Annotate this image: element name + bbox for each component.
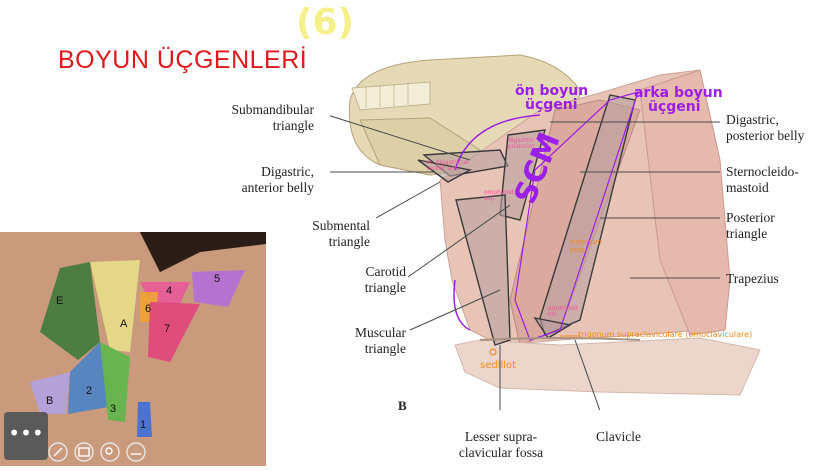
toolbar-icons bbox=[48, 442, 146, 462]
purple-arc-lower bbox=[453, 279, 471, 331]
photo-label-E: E bbox=[56, 295, 63, 307]
photo-label-6: 6 bbox=[145, 303, 151, 315]
label-line: anterior belly bbox=[241, 180, 314, 195]
label-line: posterior belly bbox=[726, 128, 805, 143]
photo-label-5: 5 bbox=[214, 273, 220, 285]
trapezius bbox=[639, 69, 731, 336]
label-line: Submandibular bbox=[231, 102, 315, 117]
photo-label-4: 4 bbox=[166, 285, 172, 297]
purple-arc-left bbox=[454, 114, 541, 171]
handwritten-number: (6) bbox=[296, 2, 354, 43]
label-lesser-supraclavicular-fossa: Lesser supra- clavicular fossa bbox=[446, 429, 556, 461]
label-line: Trapezius bbox=[726, 271, 779, 286]
label-line: triangle bbox=[726, 226, 768, 241]
clavicle bbox=[479, 337, 641, 341]
leader-submandibular bbox=[330, 115, 471, 161]
handwriting-arka-boyun: arka boyun üçgeni bbox=[634, 86, 723, 114]
label-trapezius: Trapezius bbox=[726, 271, 826, 287]
slide-icon[interactable] bbox=[74, 442, 94, 462]
figure-letter: B bbox=[398, 398, 407, 413]
label-line: Submental bbox=[312, 218, 370, 233]
label-carotid-triangle: Carotid triangle bbox=[326, 264, 406, 296]
muscular-triangle-outline bbox=[455, 194, 511, 346]
purple-scm-outline bbox=[514, 91, 639, 341]
subtitle-icon[interactable] bbox=[126, 442, 146, 462]
label-line: triangle bbox=[364, 341, 406, 356]
region-E bbox=[40, 262, 100, 360]
shoulder-base bbox=[454, 337, 761, 396]
photo-label-1: 1 bbox=[140, 419, 146, 431]
teeth bbox=[351, 81, 431, 111]
pink-note-omohyoid-inf: omohyoid inf. bbox=[548, 305, 578, 318]
label-sternocleidomastoid: Sternocleido- mastoid bbox=[726, 164, 826, 196]
orange-note-posterior: trigonum post. bbox=[570, 238, 602, 254]
region-B bbox=[30, 372, 70, 414]
label-line: Muscular bbox=[355, 325, 406, 340]
handwriting-on-boyun: ön boyun üçgeni bbox=[515, 84, 588, 112]
region-7 bbox=[148, 302, 200, 362]
supraclavicular-triangle-outline bbox=[533, 316, 572, 339]
pink-note-posterior: digastric posterior bbox=[508, 137, 535, 150]
photo-label-2: 2 bbox=[86, 385, 92, 397]
pink-note-omohyoid: omohyoid sup. bbox=[484, 189, 514, 202]
handwriting-line: üçgeni bbox=[648, 99, 701, 115]
carotid-triangle-outline bbox=[499, 129, 546, 221]
label-posterior-triangle: Posterior triangle bbox=[726, 210, 826, 242]
more-options-button[interactable]: ••• bbox=[4, 412, 48, 460]
label-line: triangle bbox=[272, 118, 314, 133]
label-line: Digastric, bbox=[261, 164, 314, 179]
label-line: mastoid bbox=[726, 180, 769, 195]
leader-carotid bbox=[407, 204, 511, 278]
handwriting-sedillot: sedillot bbox=[480, 360, 517, 371]
label-line: Clavicle bbox=[596, 429, 641, 444]
label-line: Lesser supra- bbox=[464, 429, 538, 444]
label-line: clavicular fossa bbox=[458, 445, 544, 460]
presenter-toolbar bbox=[0, 438, 160, 466]
photo-label-3: 3 bbox=[110, 403, 116, 415]
handwriting-line: ön boyun bbox=[515, 83, 589, 99]
zoom-icon[interactable] bbox=[100, 442, 120, 462]
region-3 bbox=[100, 342, 130, 422]
label-digastric-anterior: Digastric, anterior belly bbox=[200, 164, 314, 196]
label-line: triangle bbox=[328, 234, 370, 249]
slide-title: BOYUN ÜÇGENLERİ bbox=[58, 46, 308, 74]
leader-submental bbox=[375, 181, 441, 219]
label-submental-triangle: Submental triangle bbox=[290, 218, 370, 250]
handwriting-line: arka boyun bbox=[634, 85, 723, 101]
pink-note-digastric: m. digastricus venter ant. bbox=[426, 159, 469, 172]
handwriting-line: üçgeni bbox=[525, 97, 578, 113]
photo-label-A: A bbox=[120, 318, 128, 330]
label-muscular-triangle: Muscular triangle bbox=[326, 325, 406, 357]
label-line: Carotid bbox=[365, 264, 407, 279]
region-5 bbox=[192, 270, 245, 307]
label-line: triangle bbox=[364, 280, 406, 295]
photo-label-7: 7 bbox=[164, 323, 170, 335]
sedillot-mark bbox=[489, 348, 497, 356]
handwriting-supraclavicular: trigonum supraclaviculare (omoclavicular… bbox=[578, 330, 753, 339]
label-submandibular-triangle: Submandibular triangle bbox=[200, 102, 315, 134]
neck-anatomy-illustration bbox=[330, 54, 761, 410]
region-1 bbox=[137, 402, 152, 437]
leader-muscular bbox=[409, 289, 501, 331]
label-clavicle: Clavicle bbox=[596, 429, 656, 445]
pen-icon[interactable] bbox=[48, 442, 68, 462]
submental-triangle-outline bbox=[417, 159, 473, 183]
region-A bbox=[90, 260, 140, 352]
label-line: Digastric, bbox=[726, 112, 779, 127]
label-line: Sternocleido- bbox=[726, 164, 799, 179]
label-line: Posterior bbox=[726, 210, 775, 225]
leader-clavicle bbox=[574, 339, 601, 410]
photo-label-B: B bbox=[46, 395, 53, 407]
label-digastric-posterior: Digastric, posterior belly bbox=[726, 112, 826, 144]
region-2 bbox=[68, 342, 108, 414]
